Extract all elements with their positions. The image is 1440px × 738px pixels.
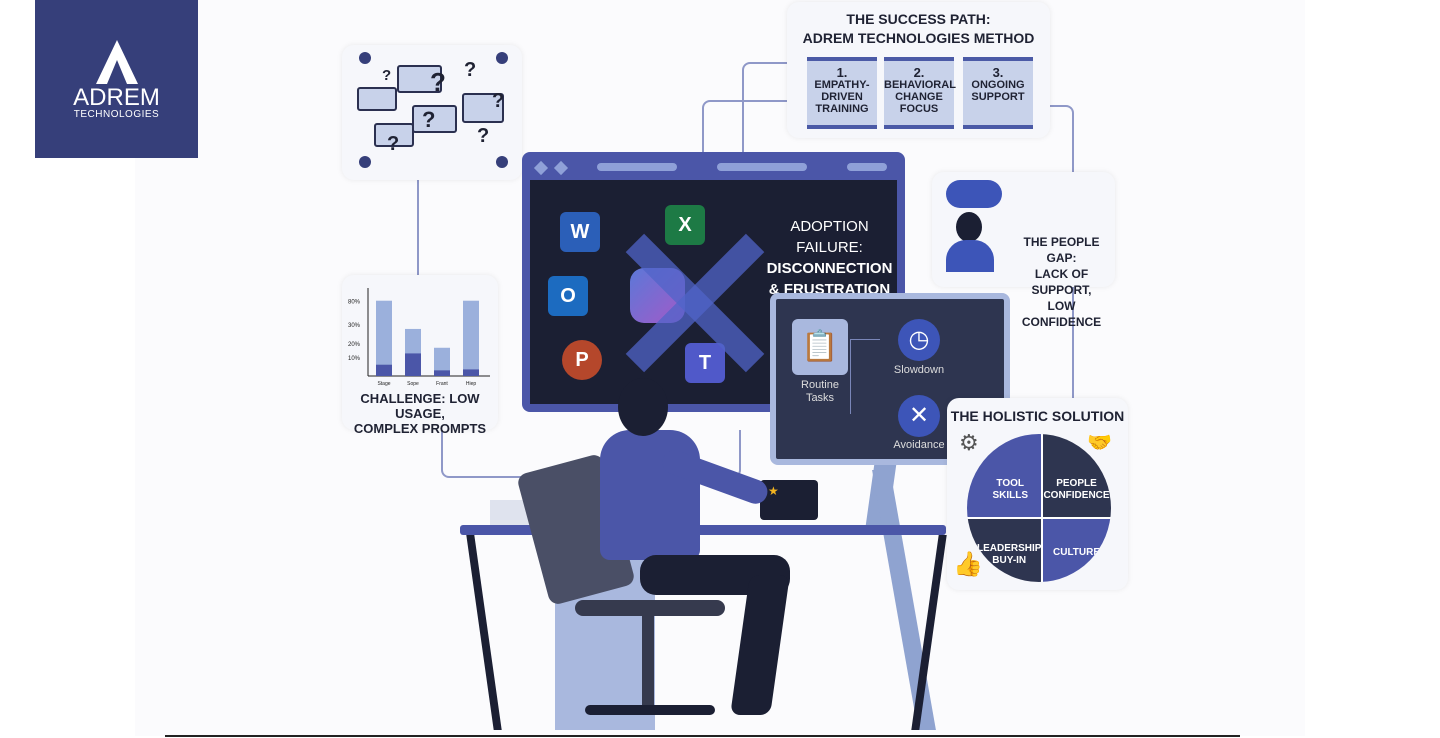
- adrem-logo: ADREM TECHNOLOGIES: [35, 0, 198, 158]
- corner-handle: [359, 156, 371, 168]
- bar: [434, 347, 450, 376]
- y-tick-label: 10%: [348, 356, 361, 362]
- bar: [376, 364, 392, 376]
- tools-cross-icon: ✕: [898, 395, 940, 437]
- person-icon: [956, 212, 982, 242]
- logo-a-icon: [95, 40, 138, 84]
- adoption-failure-text: ADOPTION FAILURE:DISCONNECTION& FRUSTRAT…: [766, 218, 893, 298]
- bar: [434, 370, 450, 376]
- success-title: THE SUCCESS PATH: ADREM TECHNOLOGIES MET…: [787, 10, 1050, 48]
- floor-line: [165, 735, 1240, 737]
- speech-bubble: [397, 65, 442, 93]
- question-mark-icon: ?: [464, 59, 477, 81]
- success-title-line1: THE SUCCESS PATH:: [846, 11, 991, 27]
- slowdown-label: Slowdown: [893, 364, 945, 376]
- connector: [702, 100, 788, 152]
- window-dot: [553, 160, 569, 176]
- speech-bubble: [462, 93, 504, 123]
- chair-post: [642, 616, 654, 706]
- x-tick-label: Sope: [407, 381, 419, 387]
- corner-handle: [496, 156, 508, 168]
- cloud-icon: [946, 180, 1002, 208]
- powerpoint-icon: P: [562, 340, 602, 380]
- y-tick-label: 80%: [348, 300, 361, 306]
- connector: [742, 62, 788, 152]
- bar: [405, 353, 421, 376]
- speech-bubble: [357, 87, 397, 111]
- gear-icon: ⚙: [959, 430, 979, 455]
- title-bar: [717, 163, 807, 171]
- confusion-card: ? ? ? ? ? ? ?: [342, 45, 522, 180]
- question-mark-icon: ?: [430, 67, 446, 97]
- title-bar: [847, 163, 887, 171]
- logo-sub: TECHNOLOGIES: [73, 109, 160, 120]
- window-dot: [533, 160, 549, 176]
- challenge-card: 80% 30% 20% 10% Stage Sope Frant Hiep CHALLENGE…: [342, 275, 498, 436]
- title-bar: [597, 163, 677, 171]
- corner-handle: [359, 52, 371, 64]
- word-icon: W: [560, 212, 600, 252]
- handshake-icon: 🤝: [1087, 432, 1112, 454]
- avoidance-label: Avoidance: [893, 439, 945, 451]
- person-head: [618, 378, 668, 436]
- success-path-card: THE SUCCESS PATH: ADREM TECHNOLOGIES MET…: [787, 2, 1050, 138]
- quadrant-culture: CULTURE: [1043, 519, 1111, 582]
- y-tick-label: 30%: [348, 323, 361, 329]
- usage-chart: 80% 30% 20% 10% Stage Sope Frant Hiep: [348, 288, 490, 387]
- teams-icon: T: [685, 343, 725, 383]
- thumbs-up-icon: 👍: [953, 551, 983, 578]
- question-mark-icon: ?: [422, 107, 436, 132]
- logo-name: ADREM: [73, 84, 160, 111]
- outlook-icon: O: [548, 276, 588, 316]
- chair-seat: [575, 600, 725, 616]
- question-mark-icon: ?: [387, 133, 400, 155]
- person-icon: [946, 240, 994, 272]
- bar: [376, 300, 392, 376]
- corner-handle: [496, 52, 508, 64]
- x-tick-label: Stage: [377, 381, 390, 387]
- bar: [463, 369, 479, 376]
- y-tick-label: 20%: [348, 342, 361, 348]
- question-mark-icon: ?: [382, 67, 392, 84]
- x-tick-label: Frant: [436, 381, 448, 387]
- holistic-title: THE HOLISTIC SOLUTION: [950, 408, 1125, 424]
- laptop: ★: [760, 480, 818, 520]
- speech-bubble: [412, 105, 457, 133]
- success-title-line2: ADREM TECHNOLOGIES METHOD: [802, 30, 1035, 46]
- challenge-title: CHALLENGE: LOW USAGE,COMPLEX PROMPTS: [353, 391, 487, 436]
- clock-icon: ◷: [898, 319, 940, 361]
- bar: [463, 300, 479, 376]
- question-mark-icon: ?: [492, 90, 505, 112]
- clipboard-icon: 📋: [792, 319, 848, 375]
- people-gap-text: THE PEOPLE GAP:LACK OF SUPPORT,LOW CONFI…: [1021, 235, 1102, 329]
- people-gap-card: THE PEOPLE GAP:LACK OF SUPPORT,LOW CONFI…: [932, 172, 1115, 329]
- connector: [417, 180, 419, 275]
- excel-icon: X: [665, 205, 705, 245]
- flow-arrow: [850, 339, 880, 414]
- question-mark-icon: ?: [477, 125, 490, 147]
- chair-base: [585, 705, 715, 715]
- speech-bubble: [374, 123, 414, 147]
- person-body: [600, 430, 700, 560]
- x-tick-label: Hiep: [466, 381, 477, 387]
- desk-top: [460, 525, 946, 535]
